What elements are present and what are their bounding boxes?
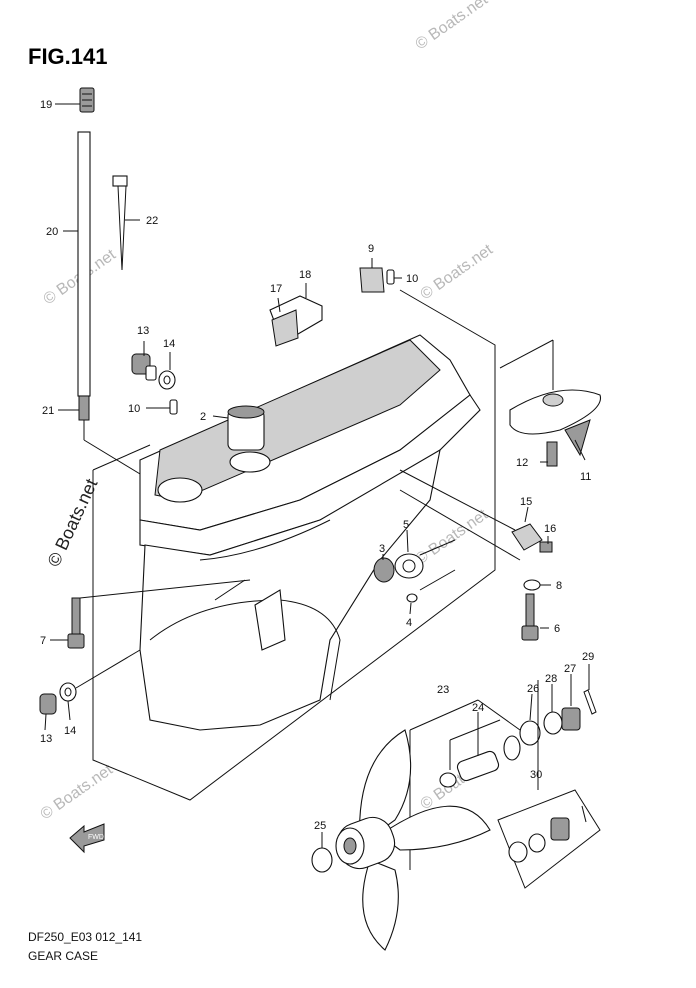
bolts-6-7-8 xyxy=(67,579,541,649)
diagram-code: DF250_E03 012_141 xyxy=(28,930,142,944)
pin-10 xyxy=(386,269,395,285)
callout-27: 27 xyxy=(564,663,576,675)
gasket-14-lower xyxy=(59,682,77,702)
nut-27 xyxy=(561,707,581,731)
callout-2: 2 xyxy=(200,411,206,423)
water-tube-20 xyxy=(77,131,91,397)
gear-case-body xyxy=(139,334,481,731)
trim-tab-assembly xyxy=(499,339,602,467)
callout-15: 15 xyxy=(520,496,532,508)
grommet-21 xyxy=(78,395,90,421)
thrust-bushing-24 xyxy=(456,750,500,782)
callout-26: 26 xyxy=(527,683,539,695)
callout-9: 9 xyxy=(368,243,374,255)
callout-24: 24 xyxy=(472,702,484,714)
seal-5 xyxy=(394,553,424,579)
figure-title: FIG.141 xyxy=(28,44,107,69)
callout-19: 19 xyxy=(40,99,52,111)
upper-plugs xyxy=(131,353,178,415)
plate-17 xyxy=(271,309,299,347)
callout-18: 18 xyxy=(299,269,311,281)
callout-7: 7 xyxy=(40,635,46,647)
leader-lines xyxy=(44,103,590,848)
pin-10-lower xyxy=(169,399,178,415)
watermark: © Boats.net xyxy=(418,241,497,303)
prop-nut-stack xyxy=(311,689,597,873)
callout-13-bottom: 13 xyxy=(40,733,52,745)
callout-28: 28 xyxy=(545,673,557,685)
washer-8 xyxy=(523,579,541,591)
water-tube-assembly xyxy=(77,87,151,481)
callout-12: 12 xyxy=(516,457,528,469)
watermark: © Boats.net xyxy=(413,0,492,53)
callout-3: 3 xyxy=(379,543,385,555)
bolt-16 xyxy=(539,541,553,553)
callout-14-bottom: 14 xyxy=(64,725,76,737)
ring-4 xyxy=(406,593,418,603)
propeller xyxy=(335,729,491,951)
anode-15 xyxy=(511,523,543,551)
callout-20: 20 xyxy=(46,226,58,238)
plug-13-lower xyxy=(39,693,57,715)
callout-21: 21 xyxy=(42,405,54,417)
washer-26 xyxy=(519,720,541,746)
washer-28 xyxy=(543,711,563,735)
callout-4: 4 xyxy=(406,617,412,629)
callout-10-top: 10 xyxy=(406,273,418,285)
callout-22: 22 xyxy=(146,215,158,227)
spacer-25 xyxy=(311,847,333,873)
gasket-14 xyxy=(158,370,176,390)
callout-30: 30 xyxy=(530,769,542,781)
bolt-7 xyxy=(71,597,81,637)
callout-5: 5 xyxy=(403,519,409,531)
bolt-12 xyxy=(546,441,558,467)
anode-11 xyxy=(509,389,602,435)
callout-16: 16 xyxy=(544,523,556,535)
bolt-6 xyxy=(525,593,535,629)
callout-29: 29 xyxy=(582,651,594,663)
upper-small-parts xyxy=(269,267,395,347)
cable-tie-22 xyxy=(112,175,128,271)
watermark: © Boats.net xyxy=(38,761,117,823)
callout-23: 23 xyxy=(437,684,449,696)
diagram-name: GEAR CASE xyxy=(28,949,98,963)
callout-6: 6 xyxy=(554,623,560,635)
water-pump-seal xyxy=(373,539,456,603)
lower-plugs xyxy=(39,649,141,715)
callouts: 19 20 22 21 10 9 10 17 18 13 14 2 12 11 … xyxy=(40,99,594,832)
gear-case-frame xyxy=(92,289,496,801)
callout-17: 17 xyxy=(270,283,282,295)
cotter-pin-29 xyxy=(583,689,597,715)
callout-25: 25 xyxy=(314,820,326,832)
callout-14-top: 14 xyxy=(163,338,175,350)
fwd-arrow: FWD xyxy=(69,823,105,854)
callout-11: 11 xyxy=(580,471,591,483)
seal-3 xyxy=(373,557,395,583)
plug-9 xyxy=(359,267,385,293)
callout-13-top: 13 xyxy=(137,325,149,337)
kit-30 xyxy=(497,789,601,889)
callout-8: 8 xyxy=(556,580,562,592)
anode-15-assembly xyxy=(399,469,553,561)
fwd-label: FWD xyxy=(88,834,104,841)
callout-10-left: 10 xyxy=(128,403,140,415)
watermark: © Boats.net xyxy=(413,506,492,568)
